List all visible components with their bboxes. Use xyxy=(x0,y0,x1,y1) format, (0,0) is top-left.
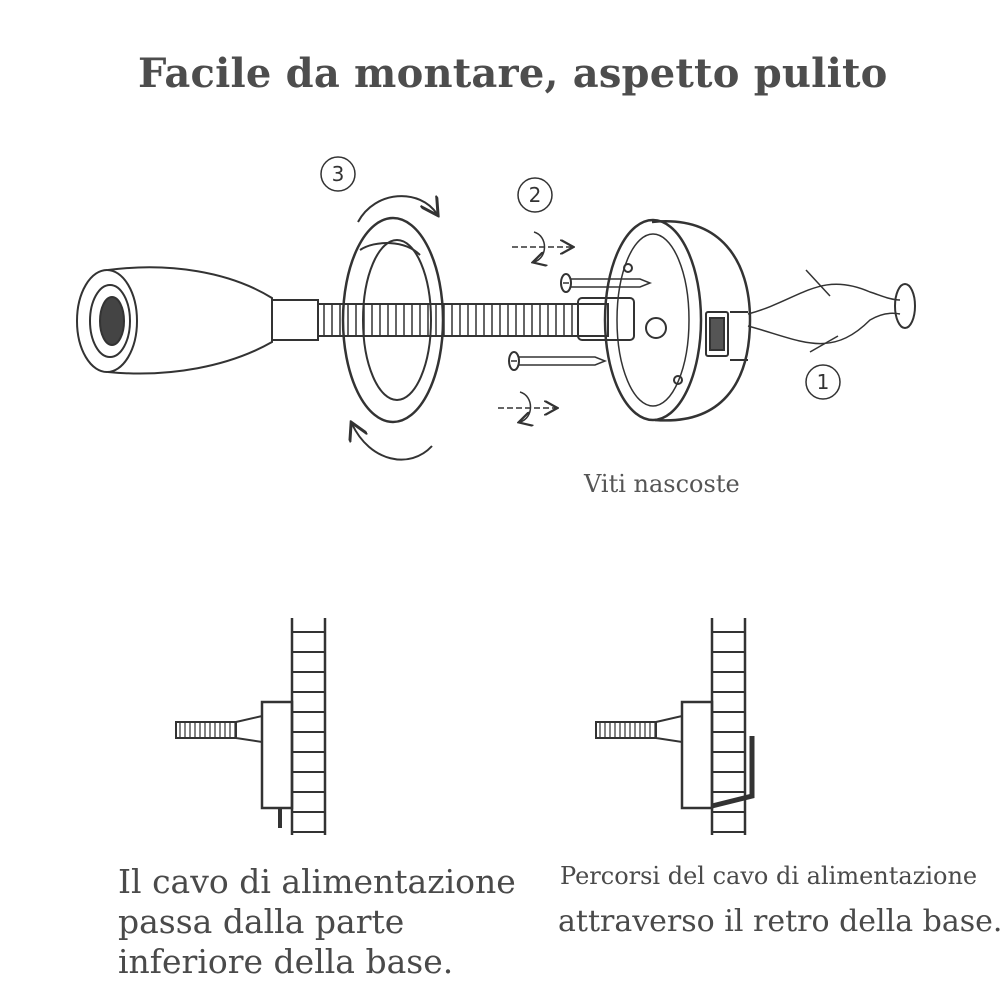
ring-cover-icon xyxy=(341,216,445,424)
right-caption-line-2: attraverso il retro della base. xyxy=(558,904,1001,939)
page-title: Facile da montare, aspetto pulito xyxy=(138,50,888,97)
arrow-icon xyxy=(498,231,572,422)
step-1-badge: 1 xyxy=(805,364,841,400)
step-3-label: 3 xyxy=(332,162,345,186)
step-2-label: 2 xyxy=(529,183,542,207)
bracket-right-icon xyxy=(595,700,755,810)
left-caption: Il cavo di alimentazione passa dalla par… xyxy=(118,862,516,981)
screw-icon xyxy=(508,273,653,371)
step-1-label: 1 xyxy=(817,370,830,394)
hidden-screws-caption: Viti nascoste xyxy=(584,470,740,498)
step-2-badge: 2 xyxy=(517,177,553,213)
gooseneck-icon xyxy=(271,297,635,341)
bracket-left-icon xyxy=(175,700,294,828)
cable-icon xyxy=(747,269,916,353)
wall-icon xyxy=(290,618,327,835)
base-icon xyxy=(603,218,752,422)
step-3-badge: 3 xyxy=(320,156,356,192)
right-caption-line-1: Percorsi del cavo di alimentazione xyxy=(560,862,978,890)
lamp-head-icon xyxy=(76,266,273,375)
rotate-arrow-icon xyxy=(352,195,437,461)
